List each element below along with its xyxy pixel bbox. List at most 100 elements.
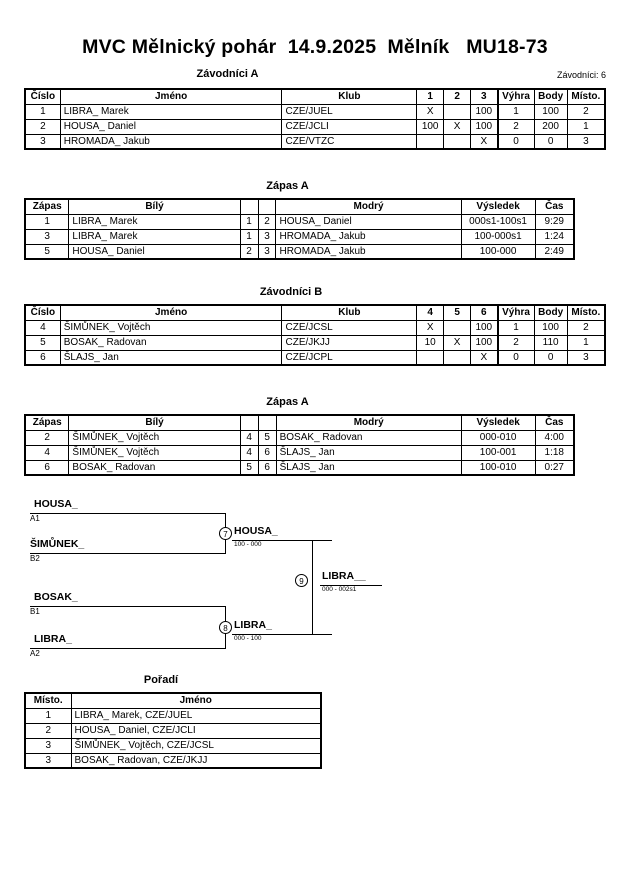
col-score-6: 6 <box>470 304 498 321</box>
col-wins: Výhra <box>496 88 535 105</box>
cell-name: ŠIMŮNEK_ Vojtěch <box>59 319 283 336</box>
col-number: Číslo <box>24 304 61 321</box>
cell-wins: 0 <box>496 133 535 150</box>
bracket-seed-name-1: HOUSA_ <box>34 498 78 510</box>
cell-place: 3 <box>566 133 606 150</box>
cell-wins: 2 <box>496 118 535 135</box>
cell-blue: HOUSA_ Daniel <box>275 213 462 230</box>
cell-score-2: X <box>443 334 472 351</box>
cell-score-1: 100 <box>416 118 445 135</box>
cell-result: 000-010 <box>460 429 536 446</box>
cell-blue: HROMADA_ Jakub <box>275 243 462 260</box>
cell-blue-number: 2 <box>257 213 277 230</box>
cell-place: 1 <box>24 707 72 724</box>
cell-white-number: 4 <box>239 429 259 446</box>
section-title-ranking: Pořadí <box>143 674 179 686</box>
cell-blue-number: 6 <box>257 444 277 461</box>
cell-result: 100-000s1 <box>460 228 536 245</box>
bracket-seed-code-3: B1 <box>30 607 40 616</box>
cell-place: 3 <box>24 752 72 769</box>
cell-score-3: X <box>470 349 498 366</box>
col-number: Číslo <box>24 88 61 105</box>
cell-score-1: 10 <box>416 334 445 351</box>
cell-points: 0 <box>533 349 568 366</box>
cell-score-2 <box>443 133 472 150</box>
table-header-row: Zápas Bílý Modrý Výsledek Čas <box>24 414 575 431</box>
bracket-score-9: 000 - 002s1 <box>322 586 357 593</box>
cell-score-3: 100 <box>470 334 498 351</box>
col-club: Klub <box>281 304 418 321</box>
bracket-seed-line-3 <box>30 606 226 607</box>
col-name: Jméno <box>59 304 283 321</box>
bracket-seed-code-2: B2 <box>30 554 40 563</box>
col-points: Body <box>533 88 568 105</box>
bracket-score-8: 000 - 100 <box>234 635 262 642</box>
cell-number: 1 <box>24 103 61 120</box>
cell-place: 1 <box>566 118 606 135</box>
col-result: Výsledek <box>460 414 536 431</box>
bracket-seed-line-1 <box>30 513 226 514</box>
cell-blue: HROMADA_ Jakub <box>275 228 462 245</box>
col-blue: Modrý <box>275 198 462 215</box>
col-club: Klub <box>281 88 418 105</box>
col-score-3: 3 <box>470 88 498 105</box>
cell-score-3: X <box>470 133 498 150</box>
cell-name: LIBRA_ Marek, CZE/JUEL <box>70 707 322 724</box>
cell-blue: ŠLAJS_ Jan <box>275 459 462 476</box>
col-white: Bílý <box>68 198 241 215</box>
cell-score-2 <box>443 349 472 366</box>
cell-name: ŠLAJS_ Jan <box>59 349 283 366</box>
cell-place: 2 <box>24 722 72 739</box>
cell-score-1: X <box>416 103 445 120</box>
cell-match: 2 <box>24 429 70 446</box>
cell-result: 000s1-100s1 <box>460 213 536 230</box>
cell-points: 0 <box>533 133 568 150</box>
cell-time: 1:18 <box>534 444 575 461</box>
cell-wins: 1 <box>496 103 535 120</box>
cell-score-3: 100 <box>470 118 498 135</box>
cell-name: BOSAK_ Radovan, CZE/JKJJ <box>70 752 322 769</box>
cell-club: CZE/JCSL <box>281 319 418 336</box>
cell-points: 100 <box>533 319 568 336</box>
cell-score-1: X <box>416 319 445 336</box>
bracket-winner-line-7 <box>232 540 332 541</box>
col-name: Jméno <box>59 88 283 105</box>
cell-score-3: 100 <box>470 103 498 120</box>
cell-blue-number: 6 <box>257 459 277 476</box>
section-title-matches-a: Zápas A <box>266 180 309 192</box>
cell-name: HOUSA_ Daniel <box>59 118 283 135</box>
col-score-2: 2 <box>443 88 472 105</box>
cell-white-number: 4 <box>239 444 259 461</box>
bracket-seed-code-1: A1 <box>30 514 40 523</box>
col-score-5: 5 <box>443 304 472 321</box>
cell-score-2 <box>443 103 472 120</box>
cell-number: 4 <box>24 319 61 336</box>
cell-wins: 2 <box>496 334 535 351</box>
bracket-winner-line-8 <box>232 634 332 635</box>
cell-white: LIBRA_ Marek <box>68 213 241 230</box>
bracket-seed-name-4: LIBRA_ <box>34 633 72 645</box>
col-match: Zápas <box>24 198 70 215</box>
col-place: Místo. <box>566 304 606 321</box>
col-wins: Výhra <box>496 304 535 321</box>
col-place: Místo. <box>24 692 72 709</box>
cell-time: 2:49 <box>534 243 575 260</box>
col-time: Čas <box>534 198 575 215</box>
entrants-count: Závodníci: 6 <box>556 70 606 80</box>
cell-blue-number: 3 <box>257 243 277 260</box>
section-title-group-b: Závodníci B <box>259 286 323 298</box>
cell-number: 6 <box>24 349 61 366</box>
